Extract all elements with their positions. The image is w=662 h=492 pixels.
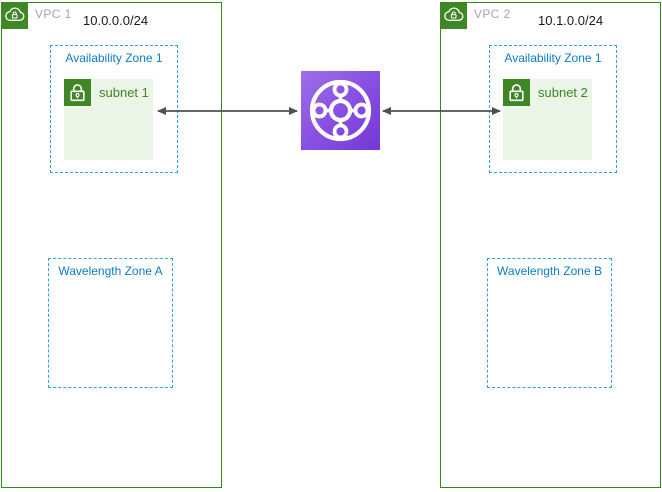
- vpc2-group: VPC 2 10.1.0.0/24 Availability Zone 1 su…: [440, 2, 661, 488]
- subnet-2: subnet 2: [503, 79, 592, 160]
- private-subnet-lock-icon: [64, 79, 91, 106]
- vpc2-cidr: 10.1.0.0/24: [538, 13, 604, 28]
- private-subnet-lock-icon: [503, 79, 530, 106]
- vpc2-wavelength-zone: Wavelength Zone B: [487, 258, 612, 388]
- vpc2-wavelength-zone-label: Wavelength Zone B: [497, 264, 602, 278]
- vpc1-group: VPC 1 10.0.0.0/24 Availability Zone 1 su…: [1, 2, 222, 488]
- subnet-1: subnet 1: [64, 79, 153, 160]
- vpc1-wavelength-zone: Wavelength Zone A: [48, 258, 173, 388]
- subnet-1-label: subnet 1: [99, 85, 149, 100]
- vpc1-label: VPC 1: [35, 7, 72, 21]
- vpc1-wavelength-zone-label: Wavelength Zone A: [58, 264, 163, 278]
- subnet-2-label: subnet 2: [538, 85, 588, 100]
- transit-gateway-icon: [301, 71, 380, 150]
- vpc1-availability-zone: Availability Zone 1 subnet 1: [50, 45, 178, 173]
- vpc2-availability-zone-label: Availability Zone 1: [504, 51, 602, 65]
- vpc2-label: VPC 2: [474, 7, 511, 21]
- vpc-cloud-lock-icon: [440, 2, 467, 29]
- vpc-cloud-lock-icon: [1, 2, 28, 29]
- vpc1-availability-zone-label: Availability Zone 1: [65, 51, 163, 65]
- vpc2-availability-zone: Availability Zone 1 subnet 2: [489, 45, 617, 173]
- vpc1-cidr: 10.0.0.0/24: [83, 13, 149, 28]
